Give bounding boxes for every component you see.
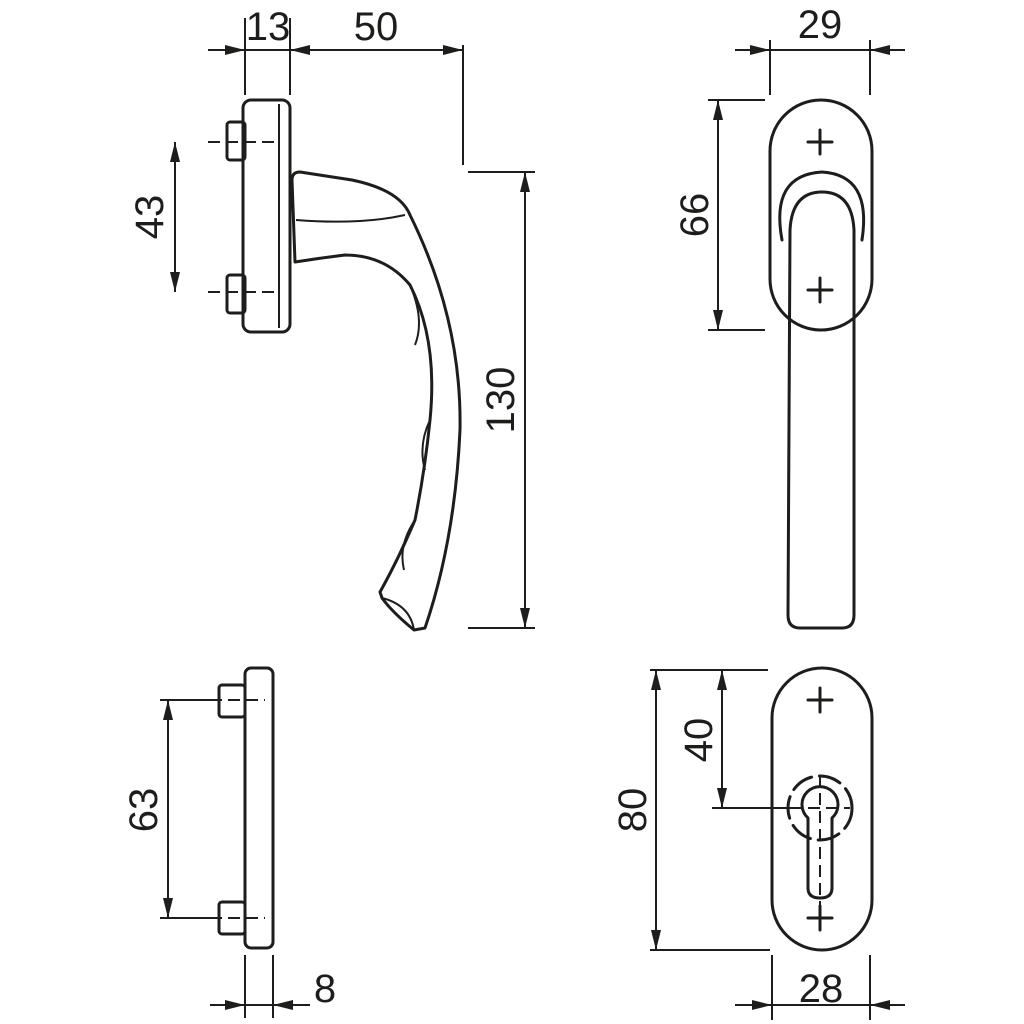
rosette-plate — [241, 98, 292, 334]
rosette-oval — [768, 98, 874, 332]
base-front-view: 40 80 28 — [611, 666, 905, 1020]
handle-lever-profile — [290, 170, 462, 632]
dim-center-offset: 40 — [677, 718, 721, 763]
lever-front — [786, 190, 856, 630]
screw-bottom — [225, 273, 247, 315]
dim-screw-spacing-43: 43 — [128, 195, 172, 240]
dim-screw-spacing-63: 63 — [122, 788, 166, 833]
dim-handle-length: 130 — [479, 367, 523, 434]
keyhole-icon — [800, 785, 840, 900]
dim-rosette-depth: 13 — [246, 5, 291, 49]
base-side-view: 63 8 — [122, 666, 336, 1018]
dim-plate-height: 80 — [611, 788, 655, 833]
dim-plate-thickness: 8 — [314, 967, 336, 1011]
dim-rosette-width: 29 — [798, 3, 843, 47]
screw-marks — [806, 128, 834, 304]
front-view: 29 66 — [673, 3, 905, 630]
side-view: 13 50 43 130 — [128, 5, 535, 632]
base-plate — [243, 666, 275, 950]
dim-handle-projection: 50 — [354, 5, 399, 49]
dim-plate-width: 28 — [799, 967, 844, 1011]
dim-rosette-height: 66 — [673, 193, 717, 238]
handle-neck — [778, 170, 866, 242]
